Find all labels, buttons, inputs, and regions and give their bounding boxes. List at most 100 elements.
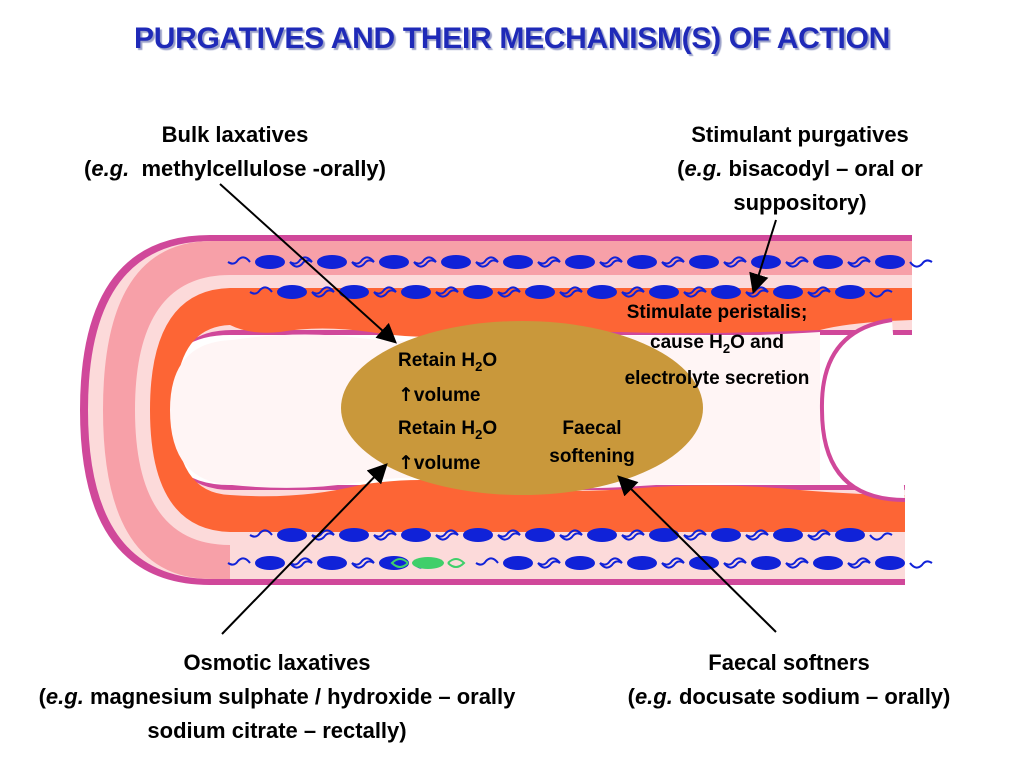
neuron-process <box>807 286 893 298</box>
faecal-line-1: Faecal <box>562 418 622 439</box>
osmotic-name: Osmotic laxatives <box>183 650 371 675</box>
neuron-cell <box>587 528 617 542</box>
neuron-cell <box>339 528 369 542</box>
muscle-layer-top <box>230 288 912 337</box>
neuron-cell <box>317 255 347 269</box>
neuron-cell <box>379 255 409 269</box>
osmotic-detail-2: sodium citrate – rectally) <box>147 718 407 743</box>
neuron-process <box>599 557 685 569</box>
neuron-cell <box>503 556 533 570</box>
neuron-process <box>497 529 583 541</box>
bulk-example: (e.g. methylcellulose -orally) <box>84 156 386 181</box>
bulk-name: Bulk laxatives <box>161 122 309 147</box>
retain-text-o: O <box>482 418 498 439</box>
neuron-cell <box>835 528 865 542</box>
faecal-line-2: softening <box>549 446 635 467</box>
osmotic-detail: magnesium sulphate / hydroxide – orally <box>89 684 516 709</box>
volume-text: volume <box>413 384 481 406</box>
page-title: PURGATIVES AND THEIR MECHANISM(S) OF ACT… <box>134 22 890 55</box>
neuron-cell <box>277 285 307 299</box>
neuron-cell <box>627 556 657 570</box>
subscript-2: 2 <box>475 426 483 442</box>
up-arrow-icon: ↑ <box>398 383 414 406</box>
neuron-cell <box>463 528 493 542</box>
stim-text-a: cause H <box>650 332 723 353</box>
osmotic-eg: e.g. <box>45 684 84 709</box>
neuron-process <box>289 557 375 569</box>
neuron-cell <box>401 528 431 542</box>
neuron-process <box>413 256 499 268</box>
neuron-cell <box>565 255 595 269</box>
neuron-process <box>475 256 561 268</box>
neuron-cell <box>503 255 533 269</box>
neuron-cell <box>751 255 781 269</box>
neuron-process <box>599 256 685 268</box>
osmotic-example: (e.g. magnesium sulphate / hydroxide – o… <box>38 684 516 709</box>
neuron-cell <box>525 285 555 299</box>
stim-line-3: electrolyte secretion <box>624 367 810 389</box>
neuron-cell <box>401 285 431 299</box>
neuron-cell <box>835 285 865 299</box>
osmotic-retain-water: Retain H2O <box>398 415 497 449</box>
faecal-softening-effect: Faecal softening <box>530 415 654 471</box>
muscle-layer-bottom <box>230 480 905 532</box>
neuron-process <box>227 256 313 268</box>
intestine-pink-band <box>103 241 912 579</box>
neuron-cell <box>627 255 657 269</box>
muscle-layer-left <box>150 288 230 532</box>
neuron-cell <box>875 556 905 570</box>
neuron-process <box>435 286 521 298</box>
neuron-cell <box>773 528 803 542</box>
neuron-cell <box>813 556 843 570</box>
retain-text-o: O <box>482 350 498 371</box>
stimulant-detail-2: suppository) <box>733 190 867 215</box>
neuron-process <box>289 256 375 268</box>
neuron-process <box>723 256 809 268</box>
neuron-process <box>559 529 645 541</box>
stim-line-2: cause H2O and <box>606 328 828 364</box>
neuron-cell <box>255 556 285 570</box>
subscript-2: 2 <box>722 340 731 356</box>
stimulant-example: (e.g. bisacodyl – oral or <box>677 156 923 181</box>
osmotic-laxatives-label: Osmotic laxatives (e.g. magnesium sulpha… <box>10 646 544 748</box>
neuron-process <box>497 286 583 298</box>
volume-text: volume <box>413 452 481 474</box>
neuron-cell <box>689 255 719 269</box>
neuron-process <box>847 256 933 268</box>
faecal-mass <box>341 321 703 495</box>
neuron-cell <box>441 255 471 269</box>
neuron-process <box>559 286 645 298</box>
highlighted-neuron <box>390 557 466 569</box>
stimulant-purgatives-label: Stimulant purgatives (e.g. bisacodyl – o… <box>620 118 980 220</box>
faecal-softeners-label: Faecal softners (e.g. docusate sodium – … <box>604 646 974 714</box>
neuron-cell <box>565 556 595 570</box>
neuron-process <box>661 256 747 268</box>
arrow-osmotic <box>221 463 388 635</box>
neuron-process <box>847 557 933 569</box>
stimulant-eg: e.g. <box>684 156 723 181</box>
neuron-process <box>683 529 769 541</box>
arrow-softener <box>617 475 777 633</box>
bulk-volume: ↑volume <box>398 381 497 410</box>
neuron-cell <box>525 528 555 542</box>
osmotic-volume: ↑volume <box>398 449 497 478</box>
bulk-eg: e.g. <box>91 156 130 181</box>
softener-detail: docusate sodium – orally) <box>678 684 951 709</box>
up-arrow-icon: ↑ <box>398 451 414 474</box>
neuron-cell <box>711 528 741 542</box>
softener-example: (e.g. docusate sodium – orally) <box>627 684 951 709</box>
stim-line-1: Stimulate peristalis; <box>626 302 808 323</box>
arrow-stimulant <box>749 219 777 294</box>
neuron-cell <box>649 285 679 299</box>
neuron-process <box>475 557 561 569</box>
retain-text: Retain H <box>398 350 476 371</box>
neuron-cell <box>773 285 803 299</box>
arrow-bulk <box>219 183 397 344</box>
neuron-cell <box>277 528 307 542</box>
neuron-process <box>249 286 335 298</box>
bulk-retain-water: Retain H2O <box>398 347 497 381</box>
intestine-cut-end <box>819 318 906 502</box>
neuron-cell <box>751 556 781 570</box>
bulk-detail: methylcellulose -orally) <box>141 156 386 181</box>
